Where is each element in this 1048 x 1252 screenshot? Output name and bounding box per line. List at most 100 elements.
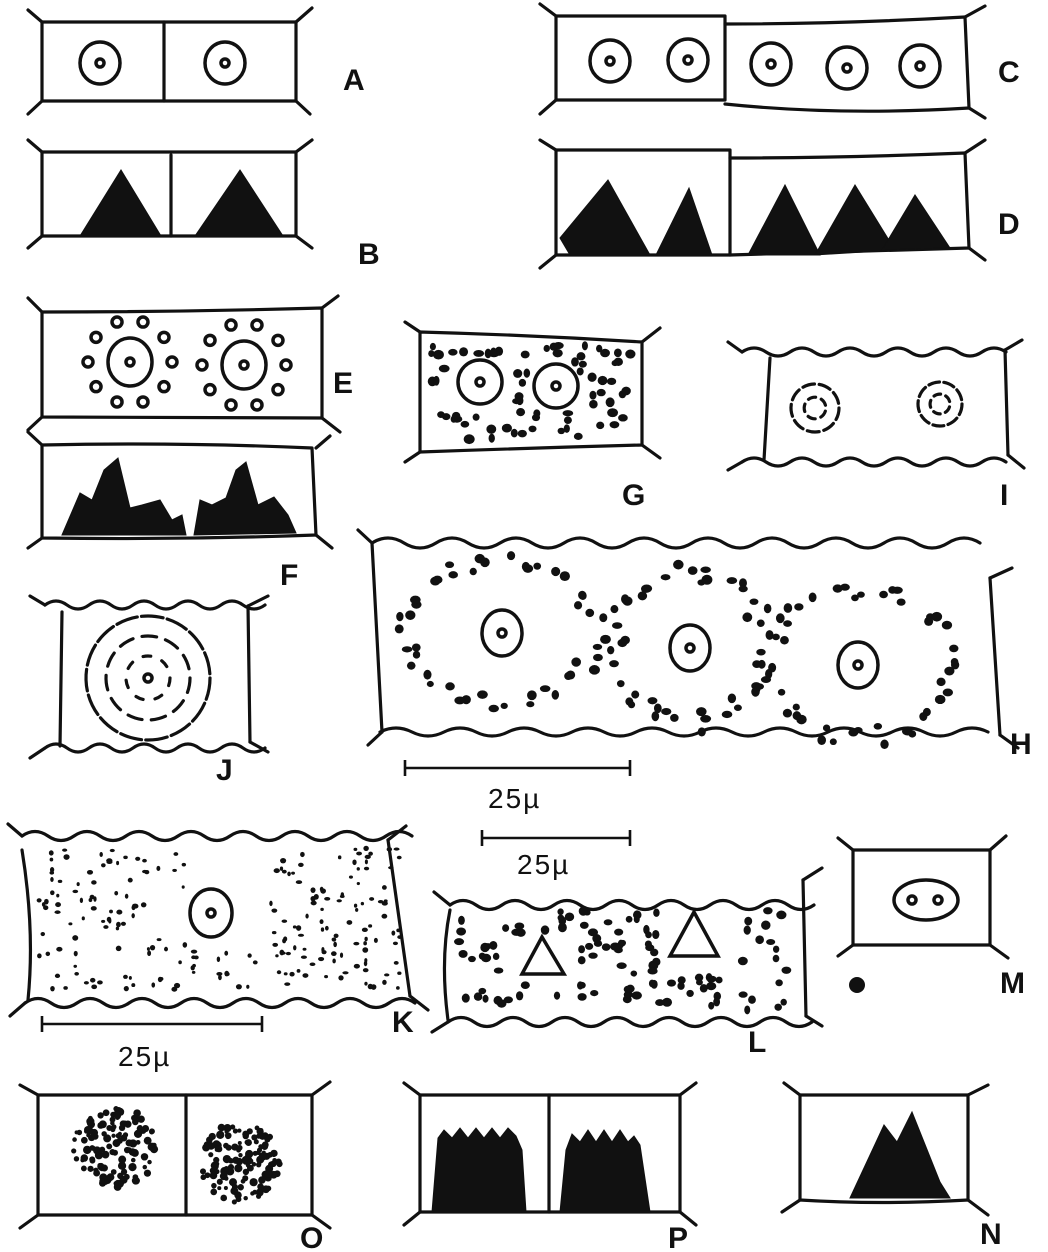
granule	[564, 416, 572, 424]
chromatin-arc	[836, 408, 839, 420]
chromatin-arc	[833, 393, 838, 404]
granule	[303, 948, 307, 951]
granule	[194, 955, 199, 959]
granule	[112, 397, 122, 407]
granule	[700, 984, 708, 992]
granule	[280, 858, 286, 863]
granule	[41, 932, 45, 936]
granule	[648, 697, 658, 704]
granule	[293, 925, 297, 928]
granule	[511, 929, 521, 936]
panel-label-o: O	[300, 1222, 323, 1252]
chromatin-arc	[959, 404, 962, 415]
granule	[81, 1166, 87, 1172]
granule	[394, 848, 400, 851]
chromatin-arc	[957, 390, 962, 400]
granule	[223, 1155, 231, 1163]
granule	[117, 1138, 123, 1144]
granule	[607, 646, 614, 654]
granule	[560, 571, 570, 581]
granule	[579, 361, 587, 368]
chromatin-arc	[183, 655, 189, 668]
granule	[143, 1165, 147, 1169]
granule	[91, 984, 97, 989]
granule	[272, 931, 277, 934]
granule	[110, 1121, 114, 1125]
granule	[649, 980, 655, 988]
granule	[766, 630, 774, 640]
granule	[473, 413, 480, 420]
granule	[698, 727, 706, 736]
granule	[364, 937, 367, 941]
granule	[439, 365, 450, 373]
chromatin-arc	[165, 640, 177, 648]
granule	[264, 1136, 270, 1142]
granule	[494, 968, 503, 974]
granule	[488, 705, 498, 713]
granule	[205, 335, 215, 345]
panel-p-drawing	[404, 1083, 696, 1225]
granule	[259, 1152, 267, 1160]
granule	[943, 689, 953, 697]
granule	[696, 707, 707, 716]
granule	[252, 1190, 257, 1195]
granule	[589, 665, 600, 675]
chromatin-arc	[809, 397, 816, 399]
granule	[73, 965, 77, 968]
panel-label-h: H	[1010, 728, 1032, 761]
granule	[638, 591, 648, 600]
granule	[519, 379, 526, 387]
granule	[600, 349, 610, 358]
chromatin-arc	[946, 396, 950, 402]
granule	[621, 387, 630, 396]
panel-i-drawing	[728, 340, 1024, 470]
panel-label-g: G	[622, 479, 645, 512]
granule	[473, 350, 484, 357]
granule	[396, 929, 400, 933]
panel-g-drawing	[405, 322, 660, 462]
granule	[533, 409, 540, 417]
granule	[245, 1139, 252, 1146]
granule	[220, 1195, 227, 1202]
granule	[402, 646, 413, 652]
granule	[707, 976, 714, 982]
granule	[371, 984, 377, 990]
granule	[183, 942, 188, 948]
granule	[459, 347, 468, 356]
granule	[42, 902, 46, 907]
granule	[384, 899, 388, 902]
granule	[131, 1158, 136, 1163]
chromatin-arc	[821, 399, 825, 405]
granule	[524, 368, 531, 377]
granule	[848, 729, 858, 737]
granule	[256, 1162, 261, 1167]
granule	[80, 898, 83, 903]
granule	[645, 941, 652, 948]
granule	[211, 1183, 217, 1189]
granule	[129, 976, 132, 980]
granule	[840, 584, 850, 591]
granule	[667, 980, 676, 987]
chromatin-arc	[86, 669, 87, 691]
granule	[210, 1172, 218, 1180]
granule	[634, 916, 640, 923]
chromatin-arc	[117, 617, 137, 624]
panel-n-drawing	[782, 1083, 988, 1215]
granule	[116, 946, 122, 951]
granule	[688, 566, 698, 575]
granule	[761, 921, 770, 930]
granule	[113, 1111, 121, 1119]
granule	[300, 852, 305, 857]
chromatin-arc	[205, 653, 210, 674]
granule	[131, 913, 134, 918]
granule	[141, 902, 147, 907]
chromatin-arc	[111, 698, 120, 709]
granule	[511, 429, 518, 438]
granule	[461, 421, 470, 428]
granule	[138, 1125, 142, 1129]
granule	[58, 880, 63, 883]
granule	[123, 1132, 128, 1137]
granule	[564, 424, 570, 432]
granule	[744, 1005, 750, 1014]
scale-label-k: 25µ	[118, 1041, 171, 1072]
